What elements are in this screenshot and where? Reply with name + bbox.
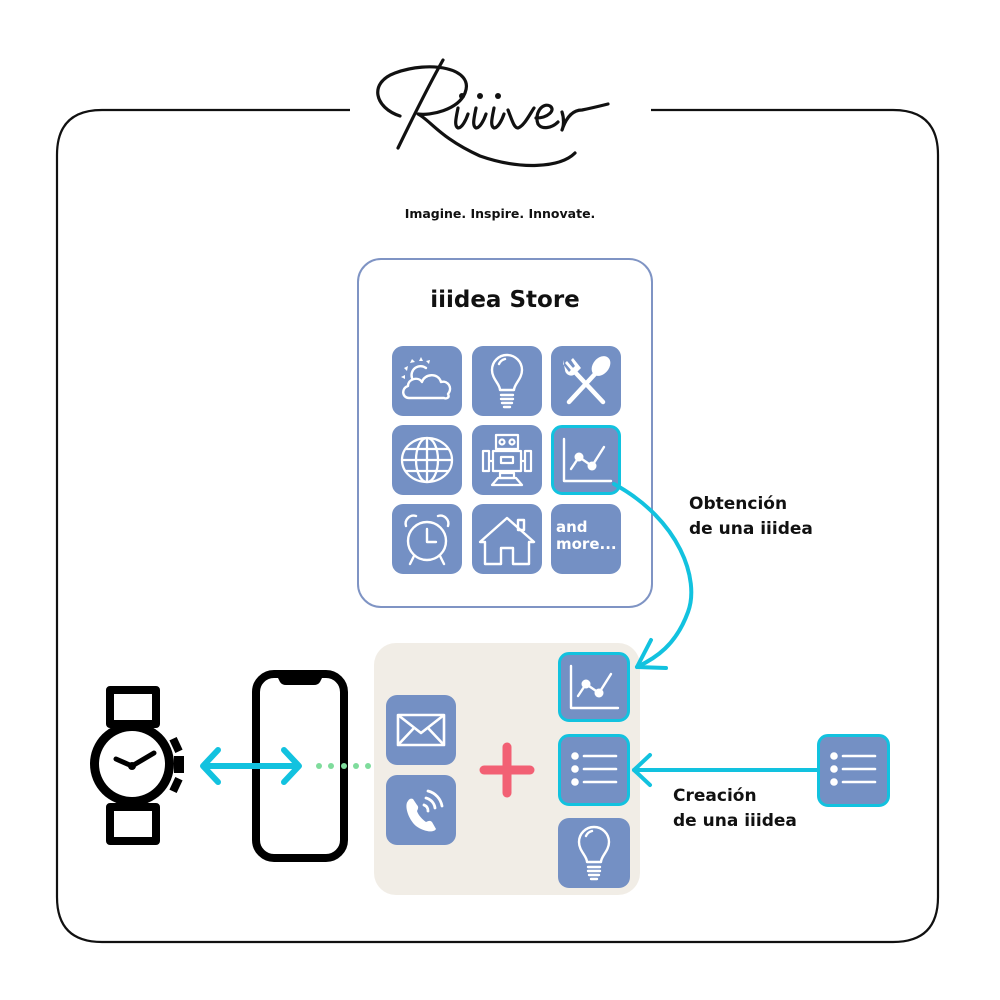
obtain-label-line1: Obtención <box>689 494 788 514</box>
store-title: iiidea Store <box>430 287 580 313</box>
new-iiidea-tile[interactable] <box>817 734 890 807</box>
app-tile-list-created[interactable] <box>558 734 630 806</box>
store-tile-food[interactable] <box>551 346 621 416</box>
house-icon <box>478 516 536 566</box>
smartwatch-icon <box>90 686 184 845</box>
create-label-line1: Creación <box>673 786 757 806</box>
store-tile-chart-selected[interactable] <box>551 425 621 495</box>
and-more-line1: and <box>556 518 588 536</box>
phone-call-icon <box>406 789 444 832</box>
list-icon <box>830 752 877 786</box>
app-tile-mail[interactable] <box>386 695 456 765</box>
line-chart-icon <box>569 664 620 710</box>
line-chart-icon <box>562 437 613 483</box>
lightbulb-icon <box>490 353 524 409</box>
weather-icon <box>401 357 452 400</box>
app-tile-call[interactable] <box>386 775 456 845</box>
store-tile-alarm[interactable] <box>392 504 462 574</box>
obtain-label: Obtención de una iiidea <box>689 492 813 542</box>
app-tile-idea[interactable] <box>558 818 630 888</box>
create-label: Creación de una iiidea <box>673 784 797 834</box>
and-more-label: and more... <box>556 519 617 553</box>
globe-icon <box>400 436 454 484</box>
riiiver-logo <box>376 58 610 168</box>
store-tile-idea[interactable] <box>472 346 542 416</box>
smartphone-icon <box>252 670 348 862</box>
app-tile-chart-obtained[interactable] <box>558 652 630 722</box>
plus-icon <box>479 742 535 798</box>
tagline: Imagine. Inspire. Innovate. <box>404 206 596 221</box>
alarm-clock-icon <box>404 514 450 566</box>
lightbulb-icon <box>577 825 611 881</box>
store-tile-weather[interactable] <box>392 346 462 416</box>
robot-icon <box>481 433 533 487</box>
store-tile-robot[interactable] <box>472 425 542 495</box>
store-tile-and-more[interactable]: and more... <box>551 504 621 574</box>
store-tile-home[interactable] <box>472 504 542 574</box>
obtain-label-line2: de una iiidea <box>689 519 813 539</box>
store-tile-world[interactable] <box>392 425 462 495</box>
list-icon <box>571 752 618 786</box>
create-label-line2: de una iiidea <box>673 811 797 831</box>
and-more-line2: more... <box>556 535 617 553</box>
fork-spoon-icon <box>563 356 611 405</box>
mail-icon <box>396 713 446 747</box>
